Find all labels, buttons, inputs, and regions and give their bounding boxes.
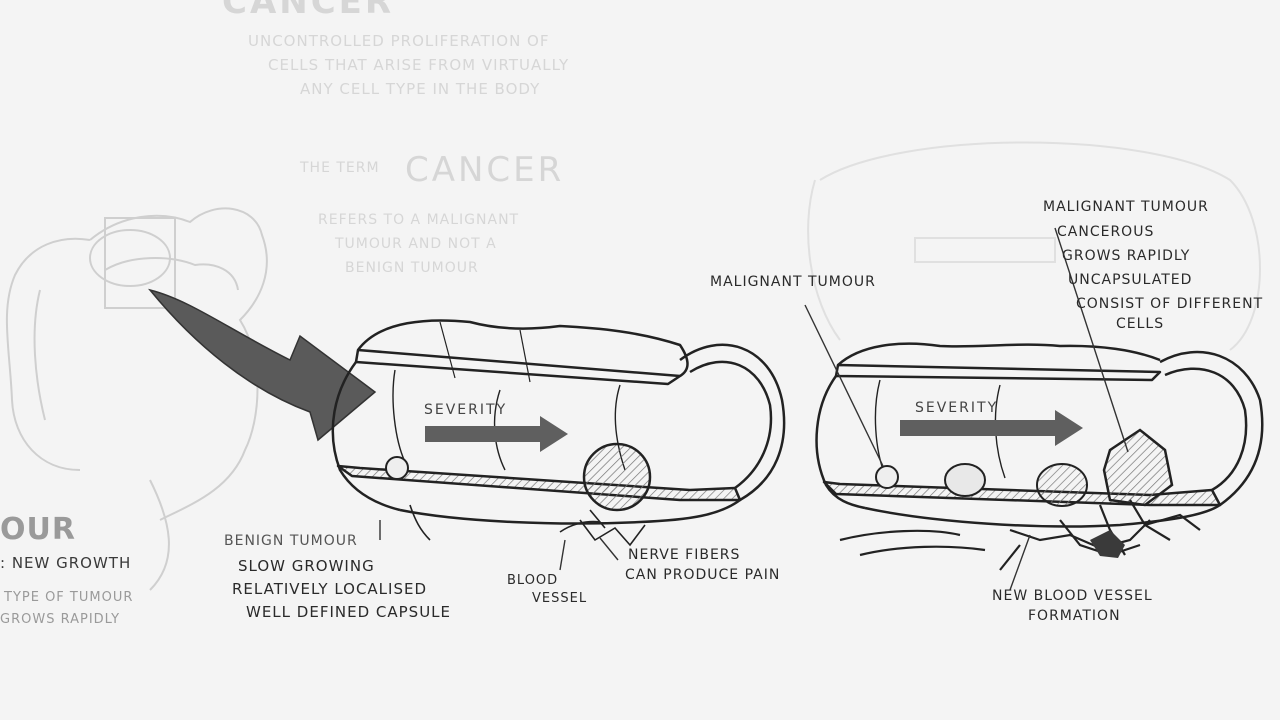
benign-point-2: RELATIVELY LOCALISED <box>232 580 427 598</box>
new-vessel-label-1: NEW BLOOD VESSEL <box>992 588 1153 604</box>
benign-point-1: SLOW GROWING <box>238 557 375 575</box>
malignant-point-2: GROWS RAPIDLY <box>1062 248 1190 264</box>
malignant-tumour-label: MALIGNANT TUMOUR <box>710 274 876 290</box>
new-vessel-label-2: FORMATION <box>1028 608 1121 624</box>
malignant-point-1: CANCEROUS <box>1057 224 1154 240</box>
right-tumour-3 <box>1037 464 1087 506</box>
blood-vessel-label-1: BLOOD <box>507 573 558 588</box>
right-tumour-4 <box>1104 430 1172 505</box>
right-new-vessels <box>840 500 1200 570</box>
right-vessel-blot <box>1090 530 1125 558</box>
left-intestine-tube <box>333 320 784 523</box>
right-severity-label: SEVERITY <box>915 400 998 416</box>
nerve-fibers-label-2: CAN PRODUCE PAIN <box>625 567 780 583</box>
malignant-point-4: CONSIST OF DIFFERENT <box>1076 296 1263 312</box>
right-tumour-1 <box>876 466 898 488</box>
nerve-fibers-label-1: NERVE FIBERS <box>628 547 740 563</box>
blood-vessel-label-2: VESSEL <box>532 591 587 606</box>
zoom-arrow <box>150 290 375 440</box>
left-large-benign-tumour <box>584 444 650 510</box>
malignant-point-5: CELLS <box>1116 316 1164 332</box>
left-vessels-nerves <box>410 505 645 545</box>
left-small-benign-tumour <box>386 457 408 479</box>
right-tumour-2 <box>945 464 985 496</box>
benign-point-3: WELL DEFINED CAPSULE <box>246 603 451 621</box>
malignant-point-3: UNCAPSULATED <box>1068 272 1192 288</box>
malignant-tumour-title: MALIGNANT TUMOUR <box>1043 199 1209 215</box>
ghost-right-outline <box>808 143 1260 351</box>
benign-tumour-title: BENIGN TUMOUR <box>224 533 358 549</box>
left-severity-label: SEVERITY <box>424 402 507 418</box>
